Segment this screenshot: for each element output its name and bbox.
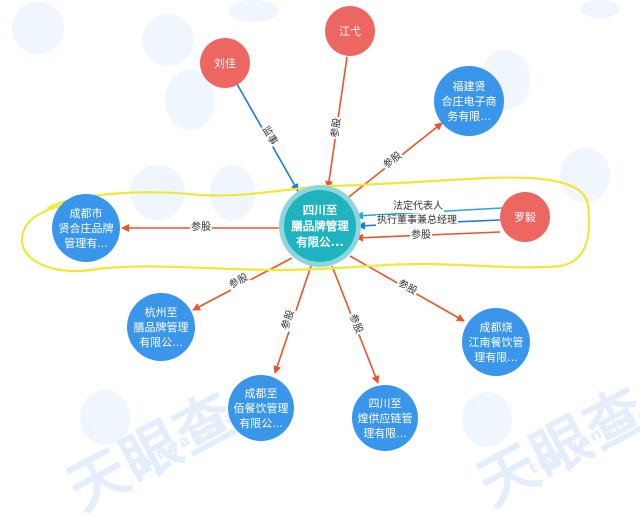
center-name-line: 有限公... (296, 235, 344, 249)
watermark-bubble (12, 2, 64, 54)
company-name-line: 管理有... (64, 236, 108, 250)
watermark-bubble (228, 0, 278, 22)
company-name-line: 务有限... (447, 109, 491, 123)
company-name-line: 杭州至 (144, 305, 178, 319)
company-name-line: 有限公... (239, 416, 283, 430)
company-node-chengdu-shi[interactable]: 成都市 贤合庄品牌 管理有... (52, 194, 120, 262)
company-name-line: 膳品牌管理 (133, 320, 189, 334)
watermark-bubble (462, 392, 512, 447)
person-name: 江弋 (339, 24, 361, 38)
edge-label-executive: 执行董事兼总经理 (376, 215, 458, 227)
company-name-line: 佰餐饮管理 (233, 401, 289, 415)
person-name: 刘佳 (214, 56, 236, 70)
company-name-line: 四川至 (368, 396, 402, 410)
company-name-line: 理有限... (474, 350, 518, 364)
person-name: 罗毅 (514, 210, 536, 224)
company-node-chengdu-shao[interactable]: 成都烧 江南餐饮管 理有限... (462, 308, 530, 376)
person-node-liujia[interactable]: 刘佳 (200, 38, 250, 88)
watermark-bubble (580, 0, 620, 18)
company-name-line: 合庄电子商 (441, 94, 497, 108)
company-node-fujian[interactable]: 福建贤 合庄电子商 务有限... (434, 66, 504, 136)
watermark-bubble (210, 165, 255, 220)
company-name-line: 贤合庄品牌 (58, 221, 114, 235)
company-name-line: 成都烧 (479, 320, 513, 334)
watermark-bubble (142, 14, 194, 66)
company-node-chengdu-bai[interactable]: 成都至 佰餐饮管理 有限公... (228, 375, 294, 441)
watermark-bubble (560, 148, 610, 203)
company-node-hangzhou[interactable]: 杭州至 膳品牌管理 有限公... (127, 293, 195, 361)
center-company-node[interactable]: 四川至 膳品牌管理 有限公... (284, 190, 356, 262)
person-node-jiangge[interactable]: 江弋 (325, 6, 375, 56)
company-name-line: 成都市 (69, 206, 103, 220)
company-name-line: 江南餐饮管 (468, 335, 524, 349)
company-name-line: 福建贤 (452, 79, 486, 93)
center-name-line: 膳品牌管理 (291, 219, 349, 233)
company-name-line: 成都至 (244, 386, 278, 400)
center-name-line: 四川至 (302, 203, 338, 217)
company-node-sichuan-huang[interactable]: 四川至 煌供应链管 理有限... (352, 385, 418, 451)
company-name-line: 有限公... (139, 335, 183, 349)
company-name-line: 煌供应链管 (357, 411, 413, 425)
edge-label-legal-representative: 法定代表人 (392, 201, 444, 213)
person-node-luoyi[interactable]: 罗毅 (500, 192, 550, 242)
edge-label-shareholding: 参股 (190, 222, 212, 234)
edge-label-shareholding: 参股 (410, 230, 432, 242)
company-name-line: 理有限... (363, 426, 407, 440)
watermark-bubble (80, 390, 130, 445)
highlight-annotation (20, 176, 591, 273)
